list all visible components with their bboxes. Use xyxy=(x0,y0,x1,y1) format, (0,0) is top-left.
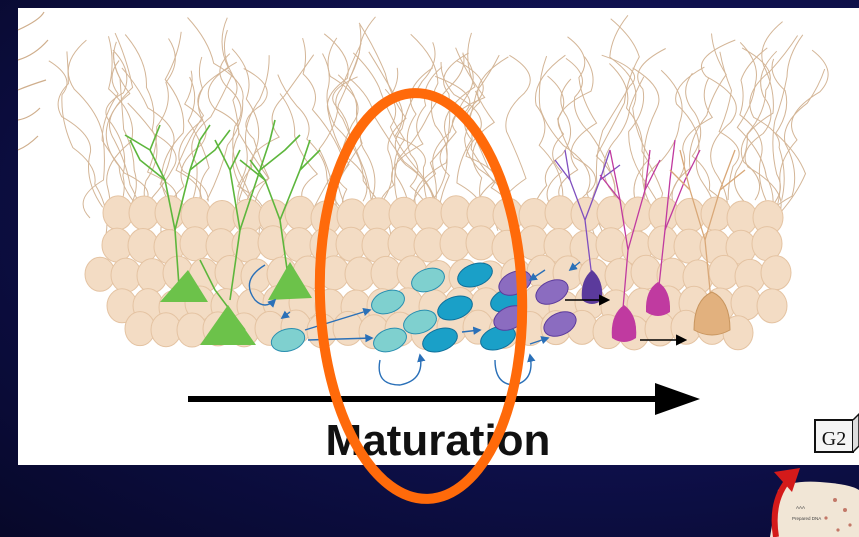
cell-body xyxy=(761,256,791,290)
cell-body xyxy=(102,228,132,262)
cell-body xyxy=(363,198,393,232)
cell-body xyxy=(645,312,675,346)
cell-body xyxy=(596,228,626,262)
cell-body xyxy=(389,197,419,231)
cell-body xyxy=(215,256,245,290)
cell-body xyxy=(440,227,470,261)
cell-body xyxy=(674,229,704,263)
cell-body xyxy=(85,257,115,291)
cell-body xyxy=(466,226,496,260)
cell-body xyxy=(151,313,181,347)
cell-body xyxy=(125,312,155,346)
cell-body xyxy=(137,259,167,293)
cell-body xyxy=(103,196,133,230)
g2-phase-label: G2 xyxy=(822,428,846,450)
cell-body xyxy=(757,289,787,323)
cell-body xyxy=(129,196,159,230)
inset-tiny-text-2: Prepared DNA xyxy=(792,516,821,521)
inset-tiny-text-1: AAA xyxy=(796,505,805,510)
cell-body xyxy=(128,229,158,263)
cell-body xyxy=(731,286,761,320)
cell-body xyxy=(241,259,271,293)
cell-body xyxy=(336,227,366,261)
cell-body xyxy=(545,196,575,230)
cell-body xyxy=(180,227,210,261)
g2-box-corner xyxy=(853,414,859,452)
cell-body xyxy=(371,256,401,290)
cell-body xyxy=(709,255,739,289)
cell-body xyxy=(441,196,471,230)
cell-body xyxy=(285,196,315,230)
cell-body xyxy=(415,198,445,232)
cell-body xyxy=(155,196,185,230)
cell-body xyxy=(345,257,375,291)
cell-body xyxy=(605,259,635,293)
cell-body xyxy=(675,198,705,232)
cell-body xyxy=(111,258,141,292)
